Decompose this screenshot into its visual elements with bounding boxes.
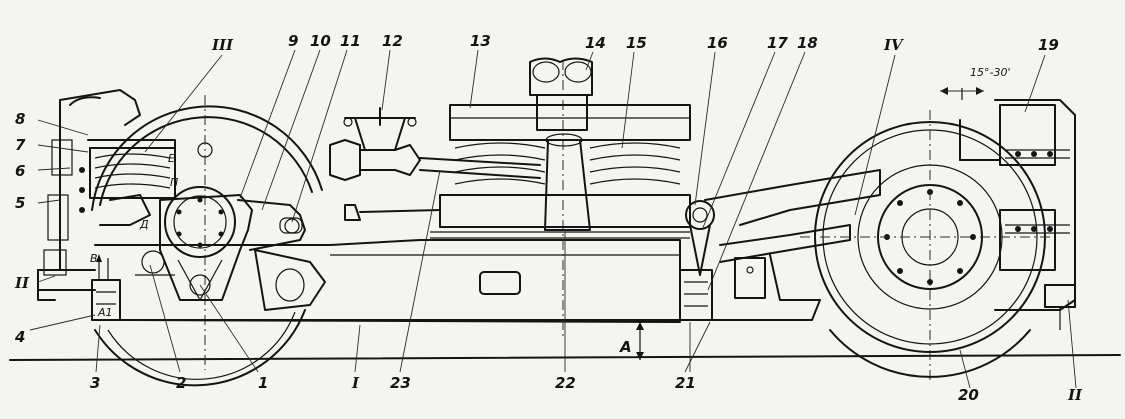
right-wheel [800,110,1060,380]
label-mark-d: Д [139,218,149,231]
label-23: 23 [390,374,411,392]
left-axlebox [159,186,306,302]
side-frame [94,60,681,340]
label-4: 4 [14,328,25,346]
label-2: 2 [176,374,186,392]
right-end-frame [940,87,1076,330]
label-22: 22 [555,374,576,392]
label-21: 21 [675,374,696,392]
label-mark-p: П [170,176,178,189]
label-17: 17 [767,34,788,52]
label-12: 12 [382,32,403,50]
label-dimension-b: B [90,252,98,265]
central-springs [430,57,691,239]
label-5: 5 [15,194,25,212]
label-8: 8 [15,110,25,128]
label-roman-iii: III [211,36,234,54]
leader-lines [29,49,1077,389]
left-end-frame [37,89,141,321]
label-6: 6 [15,162,25,180]
label-roman-ii-left: II [14,274,30,292]
label-16: 16 [707,34,728,52]
label-roman-ii-right: II [1067,386,1083,404]
label-14: 14 [585,34,606,52]
label-15: 15 [626,34,647,52]
label-roman-i: I [351,374,360,392]
label-3: 3 [90,374,100,392]
right-linkage [679,169,881,321]
left-primary-spring [87,139,176,226]
label-angle: 15°-30' [970,66,1011,79]
part-labels: 1 2 3 4 5 6 7 8 9 10 11 12 13 14 15 16 1… [14,32,1083,404]
label-10: 10 [310,32,331,50]
label-dimension-a: A [619,338,632,356]
traction-rod [329,107,541,221]
label-9: 9 [288,32,298,50]
label-19: 19 [1038,36,1059,54]
label-13: 13 [470,32,491,50]
dimension-a [636,322,644,360]
label-11: 11 [340,32,361,50]
label-mark-e: E [168,152,175,165]
label-20: 20 [958,386,979,404]
label-dimension-a1: A1 [97,306,113,319]
label-7: 7 [15,136,26,154]
label-18: 18 [797,34,818,52]
label-roman-iv: IV [883,36,904,54]
label-1: 1 [258,374,268,392]
